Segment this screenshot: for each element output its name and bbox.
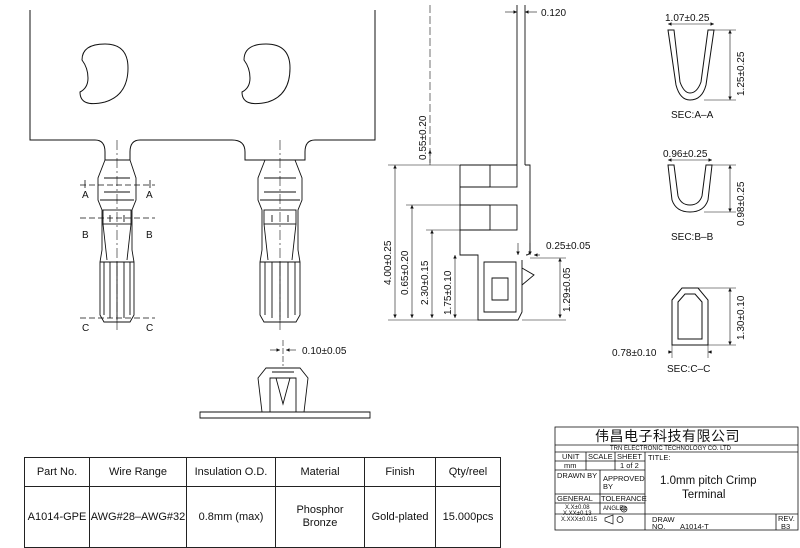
header-part-no: Part No. — [24, 457, 90, 487]
title-line1: 1.0mm pitch Crimp — [660, 475, 757, 487]
section-marker-a-left: A — [82, 190, 89, 201]
sec-a-height: 1.25±0.25 — [736, 51, 747, 96]
general-label: GENERAL — [557, 494, 593, 503]
dim-065: 0.65±0.20 — [400, 250, 411, 295]
section-marker-b-right: B — [146, 230, 153, 241]
projection-symbol-icon — [604, 505, 628, 525]
unit-value: mm — [564, 461, 577, 470]
section-b-b: 0.96±0.25 0.98±0.25 SEC:B–B — [663, 149, 747, 243]
dim-thickness: 0.120 — [541, 8, 566, 19]
front-view-carrier-strip — [29, 10, 376, 161]
sec-a-width: 1.07±0.25 — [665, 13, 710, 24]
section-marker-c-left: C — [82, 323, 89, 334]
company-name-cn: 伟昌电子科技有限公司 — [595, 428, 740, 444]
header-finish: Finish — [364, 457, 436, 487]
cell-insulation: 0.8mm (max) — [186, 486, 276, 548]
pilot-hole-left — [79, 43, 129, 105]
header-material: Material — [275, 457, 365, 487]
parts-table: Part No. Wire Range Insulation O.D. Mate… — [24, 457, 501, 548]
title-label: TITLE: — [648, 453, 671, 462]
sec-a-label: SEC:A–A — [671, 110, 714, 121]
sec-c-height: 1.30±0.10 — [736, 295, 747, 340]
section-markers: A A B B C C — [82, 180, 153, 334]
dim-025: 0.25±0.05 — [546, 241, 591, 252]
cell-finish: Gold-plated — [364, 486, 436, 548]
dim-175: 1.75±0.10 — [443, 270, 454, 315]
pilot-hole-right — [241, 43, 291, 105]
sec-c-width: 0.78±0.10 — [612, 348, 657, 359]
dim-055: 0.55±0.20 — [418, 115, 429, 160]
title-line2: Terminal — [682, 489, 725, 501]
section-a-a: 1.07±0.25 1.25±0.25 SEC:A–A — [665, 13, 747, 121]
cell-material: Phosphor Bronze — [275, 486, 365, 548]
dim-129: 1.29±0.05 — [562, 267, 573, 312]
draw-label: DRAW — [652, 515, 676, 524]
sheet-value: 1 of 2 — [620, 461, 639, 470]
angle-label: ANGLE± — [603, 506, 627, 512]
section-marker-a-right: A — [146, 190, 153, 201]
technical-drawing: A A B B C C — [29, 5, 799, 531]
sheet-label: SHEET — [617, 452, 642, 461]
tolerance-label: TOLERANCE — [601, 494, 647, 503]
cell-part-no: A1014-GPE — [24, 486, 90, 548]
tolerance-1: X.X±0.08 — [565, 505, 590, 511]
scale-label: SCALE — [588, 452, 613, 461]
sec-b-height: 0.98±0.25 — [736, 181, 747, 226]
material-line2: Bronze — [302, 517, 338, 529]
drawn-by-label: DRAWN BY — [557, 471, 597, 480]
tolerance-2: X.XX±0.13 — [563, 511, 592, 517]
tolerance-3: X.XXX±0.015 — [561, 517, 598, 523]
dim-230: 2.30±0.15 — [420, 260, 431, 305]
dim-400: 4.00±0.25 — [383, 240, 394, 285]
side-view-dimension-text: 0.120 0.55±0.20 4.00±0.25 0.65±0.20 2.30… — [383, 8, 591, 315]
end-view-dimension — [270, 340, 296, 366]
sec-c-label: SEC:C–C — [667, 364, 710, 375]
cell-qty: 15.000pcs — [435, 486, 501, 548]
table-row: A1014-GPE AWG#28–AWG#32 0.8mm (max) Phos… — [24, 486, 501, 548]
section-marker-b-left: B — [82, 230, 89, 241]
section-marker-c-right: C — [146, 323, 153, 334]
header-wire-range: Wire Range — [89, 457, 187, 487]
header-qty: Qty/reel — [435, 457, 501, 487]
unit-label: UNIT — [562, 452, 580, 461]
rev-label: REV. — [778, 514, 795, 523]
sec-b-width: 0.96±0.25 — [663, 149, 708, 160]
header-insulation: Insulation O.D. — [186, 457, 276, 487]
title-block-text: 伟昌电子科技有限公司 TRN ELECTRONIC TECHNOLOGY CO.… — [557, 428, 795, 531]
sec-b-label: SEC:B–B — [671, 232, 714, 243]
title-block — [554, 426, 799, 531]
side-view-terminal — [459, 5, 535, 321]
section-c-c: 0.78±0.10 1.30±0.10 SEC:C–C — [612, 287, 747, 375]
parts-table-header-row: Part No. Wire Range Insulation O.D. Mate… — [24, 457, 501, 487]
approved-label-by: BY — [603, 482, 613, 491]
end-view-terminal — [199, 367, 371, 419]
rev-value: B3 — [781, 522, 790, 531]
centre-lines — [116, 140, 281, 330]
company-name-en: TRN ELECTRONIC TECHNOLOGY CO. LTD — [610, 446, 732, 452]
material-line1: Phosphor — [296, 504, 344, 516]
dim-010: 0.10±0.05 — [302, 346, 347, 357]
cell-wire-range: AWG#28–AWG#32 — [89, 486, 187, 548]
no-label: NO. — [652, 522, 665, 531]
drawing-number: A1014-T — [680, 522, 709, 531]
approved-label: APPROVED — [603, 474, 645, 483]
section-cut-lines — [80, 184, 155, 319]
side-view-dimension-lines — [388, 5, 566, 321]
